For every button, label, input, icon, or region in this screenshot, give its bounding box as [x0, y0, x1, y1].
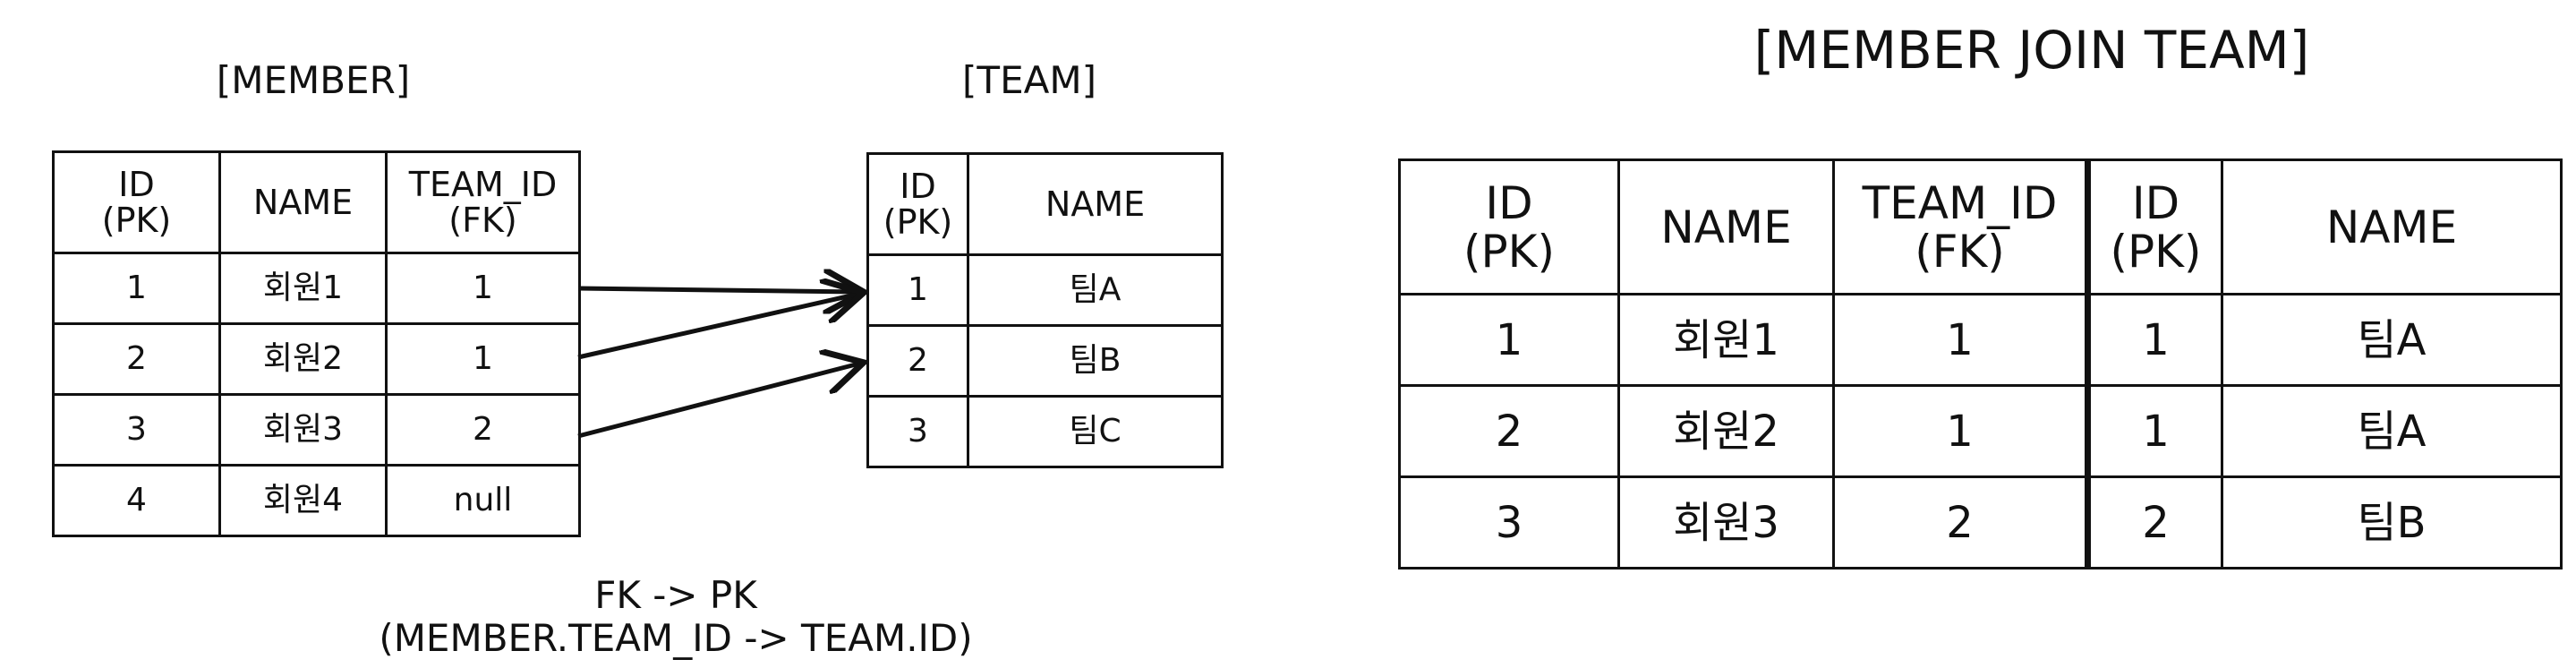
member-cell-id: 2	[52, 322, 221, 396]
arrow-member3-to-team2	[577, 364, 859, 439]
member-row: 3 회원3 2	[52, 393, 581, 467]
join-cell: 팀A	[2221, 293, 2563, 387]
team-cell-name: 팀B	[967, 324, 1224, 398]
team-cell-id: 3	[866, 395, 969, 468]
team-col-id: ID (PK)	[866, 152, 969, 256]
team-header-row: ID (PK) NAME	[866, 152, 1224, 256]
member-cell-name: 회원1	[218, 252, 388, 325]
member-cell-name: 회원2	[218, 322, 388, 396]
join-cell: 3	[1398, 475, 1620, 570]
member-cell-id: 1	[52, 252, 221, 325]
team-cell-id: 2	[866, 324, 969, 398]
join-row: 2 회원2 1 1 팀A	[1398, 384, 2563, 478]
join-header-row: ID (PK) NAME TEAM_ID (FK) ID (PK) NAME	[1398, 158, 2563, 295]
team-row: 1 팀A	[866, 253, 1224, 327]
join-cell: 회원3	[1617, 475, 1835, 570]
member-col-id: ID (PK)	[52, 150, 221, 254]
team-table-title: [TEAM]	[962, 58, 1096, 102]
join-col-team-id-fk: TEAM_ID (FK)	[1832, 158, 2089, 295]
team-col-name: NAME	[967, 152, 1224, 256]
join-col-team-id: ID (PK)	[2085, 158, 2223, 295]
join-cell: 1	[1832, 384, 2089, 478]
join-cell: 팀A	[2221, 384, 2563, 478]
join-col-member-name: NAME	[1617, 158, 1835, 295]
member-table-title: [MEMBER]	[216, 58, 411, 102]
join-cell: 1	[2085, 384, 2223, 478]
member-cell-team-id: 2	[385, 393, 581, 467]
member-col-name: NAME	[218, 150, 388, 254]
team-row: 3 팀C	[866, 395, 1224, 468]
member-cell-id: 4	[52, 464, 221, 537]
join-cell: 2	[2085, 475, 2223, 570]
team-cell-name: 팀A	[967, 253, 1224, 327]
join-cell: 2	[1832, 475, 2089, 570]
fk-pk-caption-line1: FK -> PK	[594, 573, 757, 617]
join-col-team-name: NAME	[2221, 158, 2563, 295]
member-cell-id: 3	[52, 393, 221, 467]
member-cell-team-id: null	[385, 464, 581, 537]
join-result-table: ID (PK) NAME TEAM_ID (FK) ID (PK) NAME 1…	[1398, 158, 2563, 570]
member-header-row: ID (PK) NAME TEAM_ID (FK)	[52, 150, 581, 254]
arrow-member1-to-team1	[577, 288, 859, 292]
member-cell-name: 회원4	[218, 464, 388, 537]
join-cell: 1	[1832, 293, 2089, 387]
join-cell: 1	[2085, 293, 2223, 387]
member-cell-name: 회원3	[218, 393, 388, 467]
join-cell: 2	[1398, 384, 1620, 478]
member-table: ID (PK) NAME TEAM_ID (FK) 1 회원1 1 2 회원2 …	[52, 150, 581, 537]
join-row: 3 회원3 2 2 팀B	[1398, 475, 2563, 570]
member-col-team-id: TEAM_ID (FK)	[385, 150, 581, 254]
team-cell-name: 팀C	[967, 395, 1224, 468]
join-cell: 회원1	[1617, 293, 1835, 387]
arrow-member2-to-team1	[577, 294, 859, 360]
join-col-member-id: ID (PK)	[1398, 158, 1620, 295]
fk-pk-caption-line2: (MEMBER.TEAM_ID -> TEAM.ID)	[379, 616, 973, 660]
join-row: 1 회원1 1 1 팀A	[1398, 293, 2563, 387]
join-cell: 팀B	[2221, 475, 2563, 570]
member-row: 2 회원2 1	[52, 322, 581, 396]
member-row: 1 회원1 1	[52, 252, 581, 325]
join-table-title: [MEMBER JOIN TEAM]	[1753, 20, 2310, 81]
member-cell-team-id: 1	[385, 322, 581, 396]
join-cell: 1	[1398, 293, 1620, 387]
join-cell: 회원2	[1617, 384, 1835, 478]
team-row: 2 팀B	[866, 324, 1224, 398]
member-row: 4 회원4 null	[52, 464, 581, 537]
team-table: ID (PK) NAME 1 팀A 2 팀B 3 팀C	[866, 152, 1224, 468]
